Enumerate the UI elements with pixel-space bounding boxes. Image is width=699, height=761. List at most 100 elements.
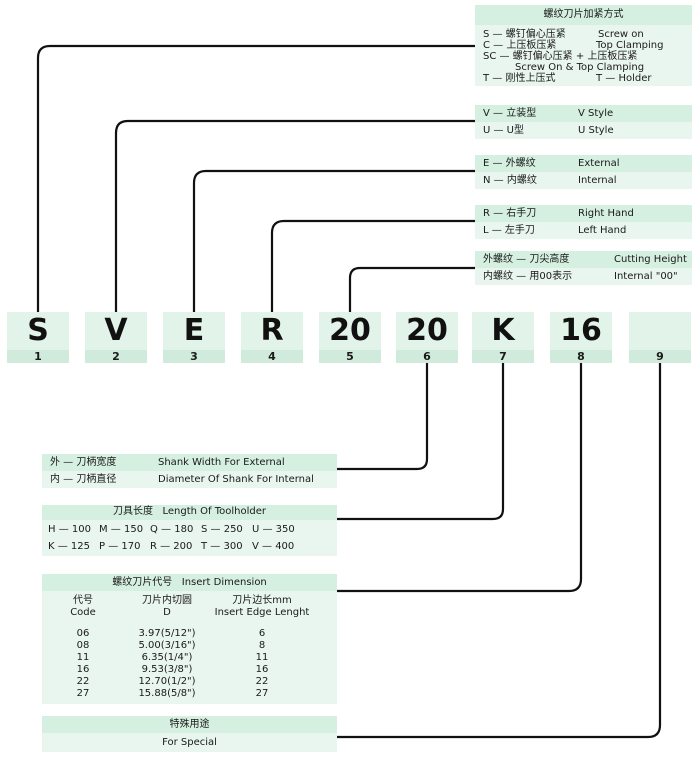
code-letter-4: R bbox=[241, 312, 303, 350]
code-letter-8: 16 bbox=[550, 312, 612, 350]
clamping-body: S — 螺钉偏心压紧 Screw on C — 上压板压紧 Top Clampi… bbox=[475, 25, 692, 86]
style-row-2-en: U Style bbox=[578, 125, 614, 136]
insert-col3-en: Insert Edge Lenght bbox=[214, 607, 310, 618]
hand-row-1-cn: R — 右手刀 bbox=[483, 208, 537, 219]
connector-4 bbox=[270, 219, 475, 312]
code-letter-5: 20 bbox=[319, 312, 381, 350]
code-number-2: 2 bbox=[85, 350, 147, 363]
connector-9 bbox=[337, 363, 662, 739]
insert-r1-code: 06 bbox=[76, 628, 90, 639]
length-r2-c3: R — 200 bbox=[150, 541, 193, 552]
clamping-row-1-cn: S — 螺钉偏心压紧 bbox=[483, 29, 566, 40]
style-row-2: U — U型 U Style bbox=[475, 122, 692, 139]
connector-6 bbox=[337, 363, 429, 471]
length-r1-c1: H — 100 bbox=[48, 524, 91, 535]
style-row-1-en: V Style bbox=[578, 108, 614, 119]
clamping-title: 螺纹刀片加紧方式 bbox=[543, 9, 624, 20]
insert-r1-d: 3.97(5/12") bbox=[138, 628, 196, 639]
insert-r6-code: 27 bbox=[76, 688, 90, 699]
height-row-1-en: Cutting Height bbox=[614, 254, 687, 265]
clamping-row-3-en: Screw On & Top Clamping bbox=[515, 62, 645, 73]
length-r1-c5: U — 350 bbox=[252, 524, 295, 535]
shank-row-2: 内 — 刀柄直径 Diameter Of Shank For Internal bbox=[42, 471, 337, 488]
insert-col3-cn: 刀片边长mm bbox=[232, 595, 292, 606]
shank-row-1-en: Shank Width For External bbox=[158, 457, 285, 468]
insert-r4-edge: 16 bbox=[255, 664, 269, 675]
code-number-8: 8 bbox=[550, 350, 612, 363]
insert-body: 代号 Code 刀片内切圆 D 刀片边长mm Insert Edge Lengh… bbox=[42, 591, 337, 704]
clamping-row-3-cn: SC — 螺钉偏心压紧 + 上压板压紧 bbox=[483, 51, 638, 62]
clamping-row-2-en: Top Clamping bbox=[596, 40, 664, 51]
length-title: 刀具长度 Length Of Toolholder bbox=[112, 506, 267, 517]
height-row-1: 外螺纹 — 刀尖高度 Cutting Height bbox=[475, 251, 692, 268]
insert-r6-d: 15.88(5/8") bbox=[138, 688, 196, 699]
style-row-1-cn: V — 立装型 bbox=[483, 108, 537, 119]
code-number-7: 7 bbox=[472, 350, 534, 363]
code-number-5: 5 bbox=[319, 350, 381, 363]
code-number-6: 6 bbox=[396, 350, 458, 363]
code-letter-9 bbox=[629, 312, 691, 350]
insert-r5-code: 22 bbox=[76, 676, 90, 687]
insert-col2-en: D bbox=[163, 607, 171, 618]
special-body: For Special bbox=[42, 733, 337, 752]
clamping-header: 螺纹刀片加紧方式 bbox=[475, 5, 692, 25]
insert-r2-code: 08 bbox=[76, 640, 90, 651]
insert-r4-d: 9.53(3/8") bbox=[141, 664, 193, 675]
code-number-3: 3 bbox=[163, 350, 225, 363]
connector-5 bbox=[348, 266, 475, 312]
insert-title: 螺纹刀片代号 Insert Dimension bbox=[112, 577, 267, 588]
insert-r2-edge: 8 bbox=[258, 640, 266, 651]
hand-row-2-cn: L — 左手刀 bbox=[483, 225, 535, 236]
insert-header: 螺纹刀片代号 Insert Dimension bbox=[42, 574, 337, 591]
length-r1-c4: S — 250 bbox=[201, 524, 243, 535]
insert-r2-d: 5.00(3/16") bbox=[138, 640, 196, 651]
insert-r3-edge: 11 bbox=[255, 652, 269, 663]
thread-row-2: N — 内螺纹 Internal bbox=[475, 172, 692, 189]
insert-r3-code: 11 bbox=[76, 652, 90, 663]
shank-row-2-cn: 内 — 刀柄直径 bbox=[50, 474, 117, 485]
hand-row-1-en: Right Hand bbox=[578, 208, 634, 219]
code-letter-1: S bbox=[7, 312, 69, 350]
height-row-2: 内螺纹 — 用00表示 Internal "00" bbox=[475, 268, 692, 285]
clamping-row-2-cn: C — 上压板压紧 bbox=[483, 40, 557, 51]
length-r2-c5: V — 400 bbox=[252, 541, 295, 552]
insert-col2-cn: 刀片内切圆 bbox=[142, 595, 192, 606]
code-letter-3: E bbox=[163, 312, 225, 350]
insert-r6-edge: 27 bbox=[255, 688, 269, 699]
height-row-1-cn: 外螺纹 — 刀尖高度 bbox=[483, 254, 570, 265]
clamping-row-1-en: Screw on bbox=[598, 29, 644, 40]
thread-row-2-cn: N — 内螺纹 bbox=[483, 175, 537, 186]
connector-7 bbox=[337, 363, 505, 521]
code-number-1: 1 bbox=[7, 350, 69, 363]
length-r2-c1: K — 125 bbox=[48, 541, 91, 552]
length-header: 刀具长度 Length Of Toolholder bbox=[42, 505, 337, 520]
insert-r1-edge: 6 bbox=[258, 628, 266, 639]
code-letter-7: K bbox=[472, 312, 534, 350]
insert-col1-cn: 代号 bbox=[73, 595, 93, 606]
clamping-row-4-cn: T — 刚性上压式 bbox=[483, 73, 556, 84]
length-r2-c4: T — 300 bbox=[201, 541, 243, 552]
connector-3 bbox=[192, 169, 475, 312]
length-r2-c2: P — 170 bbox=[99, 541, 141, 552]
shank-row-2-en: Diameter Of Shank For Internal bbox=[158, 474, 314, 485]
insert-r5-d: 12.70(1/2") bbox=[138, 676, 196, 687]
length-r1-c2: M — 150 bbox=[99, 524, 144, 535]
length-body: H — 100 M — 150 Q — 180 S — 250 U — 350 … bbox=[42, 520, 337, 556]
insert-col1-en: Code bbox=[70, 607, 96, 618]
connector-1 bbox=[36, 44, 475, 312]
clamping-row-4-en: T — Holder bbox=[596, 73, 652, 84]
hand-row-2: L — 左手刀 Left Hand bbox=[475, 222, 692, 239]
shank-row-1-cn: 外 — 刀柄宽度 bbox=[50, 457, 117, 468]
hand-row-2-en: Left Hand bbox=[578, 225, 627, 236]
thread-row-2-en: Internal bbox=[578, 175, 617, 186]
code-letter-6: 20 bbox=[396, 312, 458, 350]
style-row-1: V — 立装型 V Style bbox=[475, 105, 692, 122]
special-title: 特殊用途 bbox=[169, 719, 210, 730]
code-number-9: 9 bbox=[629, 350, 691, 363]
code-letter-2: V bbox=[85, 312, 147, 350]
connector-2 bbox=[114, 119, 475, 312]
hand-row-1: R — 右手刀 Right Hand bbox=[475, 205, 692, 222]
style-row-2-cn: U — U型 bbox=[483, 125, 524, 136]
special-label: For Special bbox=[162, 737, 217, 748]
